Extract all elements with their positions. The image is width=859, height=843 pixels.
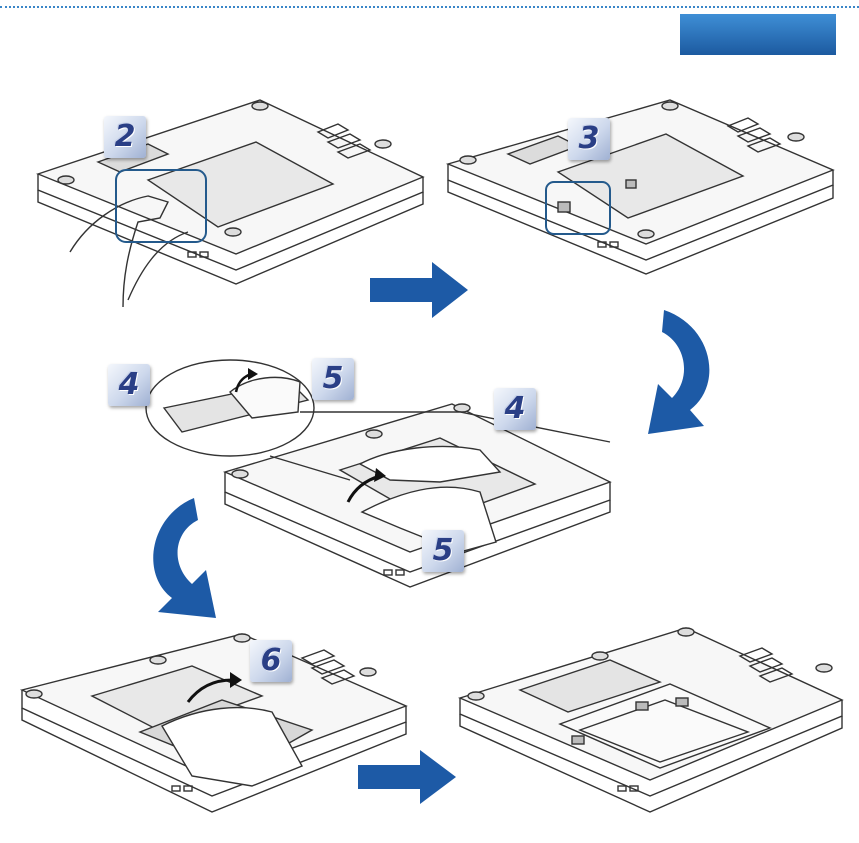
header-tab — [680, 14, 836, 55]
illustration-step-3 — [438, 92, 838, 302]
step-badge-5-callout: 5 — [312, 358, 354, 400]
step-badge-4-callout: 4 — [108, 364, 150, 406]
right-arrow-icon — [358, 750, 456, 804]
step-badge-3: 3 — [568, 118, 610, 160]
curved-arrow-icon — [153, 498, 216, 618]
illustration-step-4-5 — [140, 352, 640, 602]
step-badge-6: 6 — [250, 640, 292, 682]
step-badge-5-main: 5 — [422, 530, 464, 572]
header-dotted-line — [0, 6, 859, 8]
curved-arrow-icon — [648, 310, 710, 434]
right-arrow-icon — [370, 262, 468, 318]
illustration-step-6 — [12, 626, 412, 836]
illustration-step-2 — [28, 92, 428, 322]
step-badge-2: 2 — [104, 116, 146, 158]
step-badge-4-main: 4 — [494, 388, 536, 430]
illustration-final — [450, 620, 850, 830]
